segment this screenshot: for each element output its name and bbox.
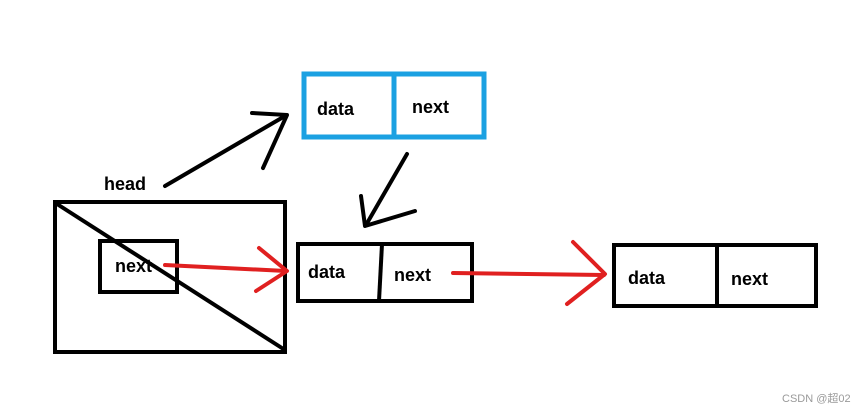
new-node-to-node1-arrow xyxy=(359,152,417,228)
watermark-text: CSDN @超02 xyxy=(782,391,851,405)
new-node: data next xyxy=(301,71,487,140)
new-node-next-label: next xyxy=(412,97,449,117)
new-node-data-label: data xyxy=(317,99,355,119)
list-node-2: data next xyxy=(612,243,818,308)
node1-next-label: next xyxy=(394,265,431,285)
node1-data-label: data xyxy=(308,262,346,282)
head-to-new-node-arrow xyxy=(163,111,289,188)
dummy-next-label: next xyxy=(115,256,152,276)
dummy-head-node: next xyxy=(53,200,287,354)
node2-data-label: data xyxy=(628,268,666,288)
dummy-to-node1-arrow xyxy=(163,246,289,293)
list-node-1: data next xyxy=(296,242,474,303)
node1-divider xyxy=(377,243,384,302)
node2-next-label: next xyxy=(731,269,768,289)
cross-out-line xyxy=(55,202,287,352)
head-label: head xyxy=(104,174,146,194)
node1-to-node2-arrow xyxy=(451,240,607,306)
